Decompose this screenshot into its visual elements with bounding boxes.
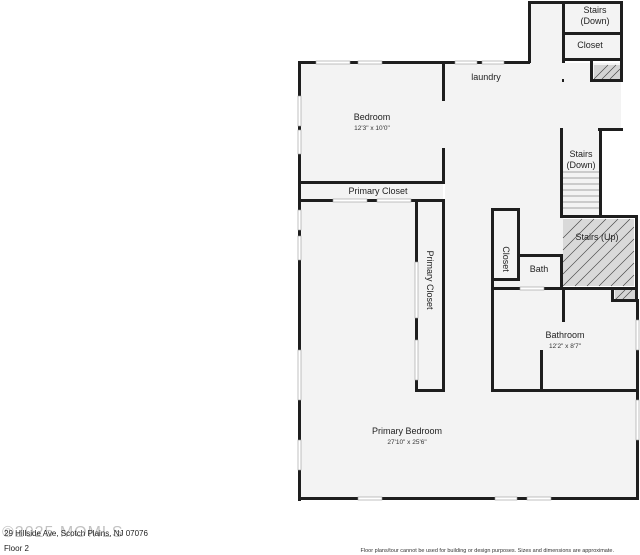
label-stairs-down-top-1: Stairs (583, 5, 607, 15)
address-text: 29 Hillside Ave, Scotch Plains, NJ 07076 (4, 529, 148, 538)
stairs-down-treads (563, 171, 600, 209)
label-stairs-down-top-2: (Down) (580, 16, 609, 26)
floor-label: Floor 2 (4, 544, 29, 553)
label-closet-top: Closet (577, 40, 603, 50)
watermark: ©2025 MOMLS (2, 524, 124, 541)
floor-fills (300, 3, 636, 499)
room-labels: Bedroom 12'3" x 10'0" laundry Stairs (Do… (348, 5, 618, 446)
label-stairs-down-mid-2: (Down) (566, 160, 595, 170)
dims-bedroom: 12'3" x 10'0" (354, 125, 390, 132)
label-primary-closet-vertical: Primary Closet (425, 250, 435, 310)
dims-bathroom: 12'2" x 8'7" (549, 343, 582, 350)
label-primary-bedroom: Primary Bedroom (372, 426, 442, 436)
label-bedroom: Bedroom (354, 112, 391, 122)
label-bathroom: Bathroom (545, 330, 584, 340)
label-closet-small: Closet (501, 246, 511, 272)
label-laundry: laundry (471, 72, 501, 82)
dims-primary-bedroom: 27'10" x 25'6" (387, 439, 427, 446)
label-bath: Bath (530, 264, 549, 274)
label-primary-closet-horizontal: Primary Closet (348, 186, 408, 196)
hatched-blocks (593, 64, 635, 301)
stairs-up-hatch (562, 218, 635, 287)
windows (297, 60, 640, 501)
label-stairs-up: Stairs (Up) (575, 232, 618, 242)
disclaimer-text: Floor plans/tour cannot be used for buil… (360, 548, 614, 554)
label-stairs-down-mid-1: Stairs (569, 149, 593, 159)
